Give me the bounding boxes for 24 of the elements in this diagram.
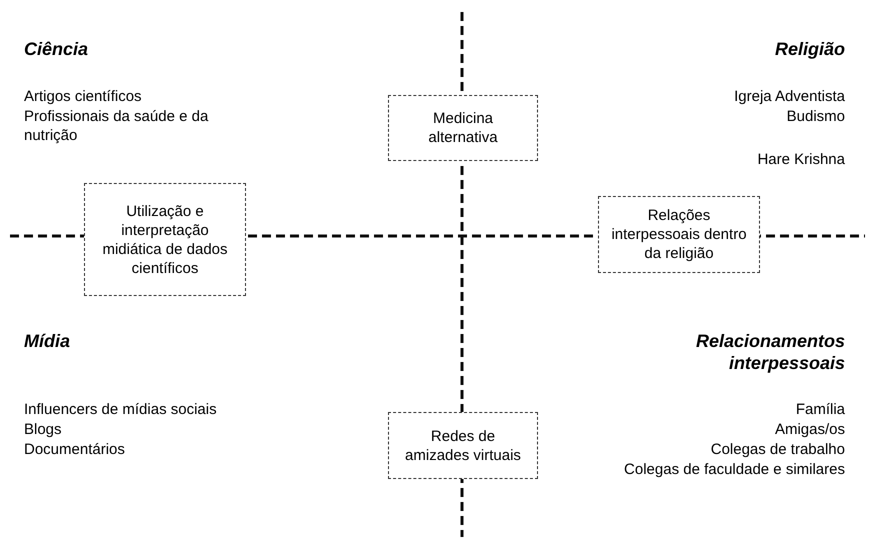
list-item: Profissionais da saúde e da nutrição bbox=[24, 107, 210, 145]
concept-box bbox=[388, 412, 538, 479]
list-item: Documentários bbox=[24, 440, 126, 459]
list-item: Amigas/os bbox=[774, 420, 845, 439]
quadrant-heading: Religião bbox=[774, 38, 845, 60]
list-item: Colegas de trabalho bbox=[710, 440, 845, 459]
concept-box bbox=[84, 183, 246, 296]
list-item: Budismo bbox=[786, 107, 845, 126]
list-item: Artigos científicos bbox=[24, 87, 143, 106]
list-item: Hare Krishna bbox=[756, 150, 845, 169]
box-text: Relações interpessoais dentro da religião bbox=[610, 206, 748, 263]
box-text: Redes de amizades virtuais bbox=[404, 426, 522, 464]
list-item: Influencers de mídias sociais bbox=[24, 400, 218, 419]
list-item: Família bbox=[794, 400, 845, 419]
quadrant-heading: Ciência bbox=[24, 38, 90, 60]
list-item: Igreja Adventista bbox=[733, 87, 845, 106]
list-item: Blogs bbox=[24, 420, 63, 439]
concept-box bbox=[388, 95, 538, 161]
list-item: Colegas de faculdade e similares bbox=[623, 460, 845, 479]
concept-box bbox=[598, 196, 760, 273]
box-text: Utilização e interpretação midiática de dados científicos bbox=[101, 202, 229, 278]
quadrant-heading: Relacionamentos interpessoais bbox=[694, 330, 845, 374]
quadrant-heading: Mídia bbox=[24, 330, 72, 352]
box-text: Medicina alternativa bbox=[427, 109, 499, 147]
